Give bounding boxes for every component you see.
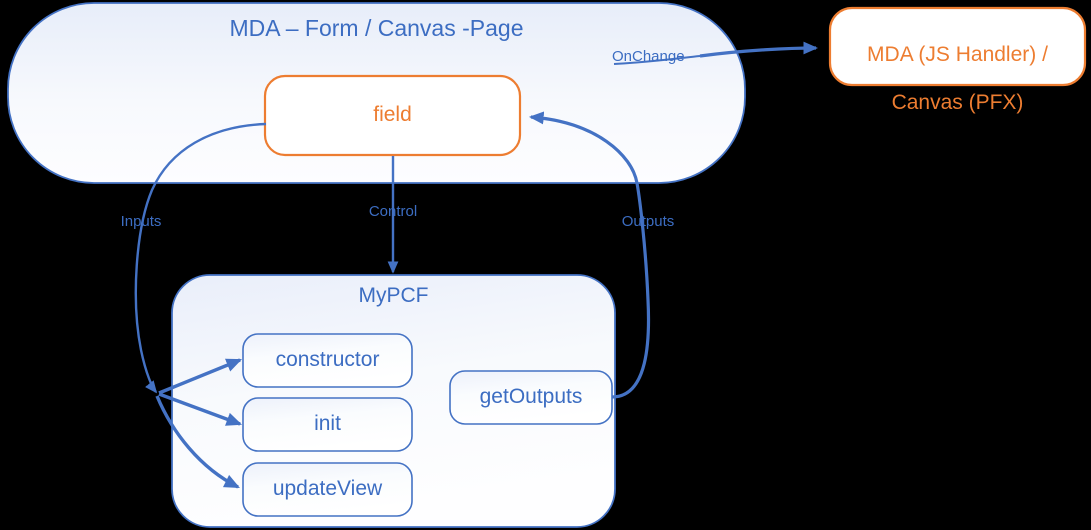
method-pill-updateview[interactable] <box>242 462 413 517</box>
method-pill-constructor[interactable] <box>242 333 413 388</box>
method-pill-init[interactable] <box>242 397 413 452</box>
edge-hub-to-updateview <box>155 395 240 489</box>
field-node-shape[interactable] <box>263 74 522 157</box>
edge-outputs-to-field <box>528 111 651 399</box>
edge-hub-to-init <box>158 392 243 426</box>
edge-inputs-to-hub <box>134 122 267 394</box>
edge-onchange-tail <box>613 55 701 65</box>
edge-onchange-to-handler <box>699 41 819 58</box>
handler-node-shape[interactable] <box>828 6 1087 87</box>
edge-hub-to-constructor <box>158 358 243 395</box>
